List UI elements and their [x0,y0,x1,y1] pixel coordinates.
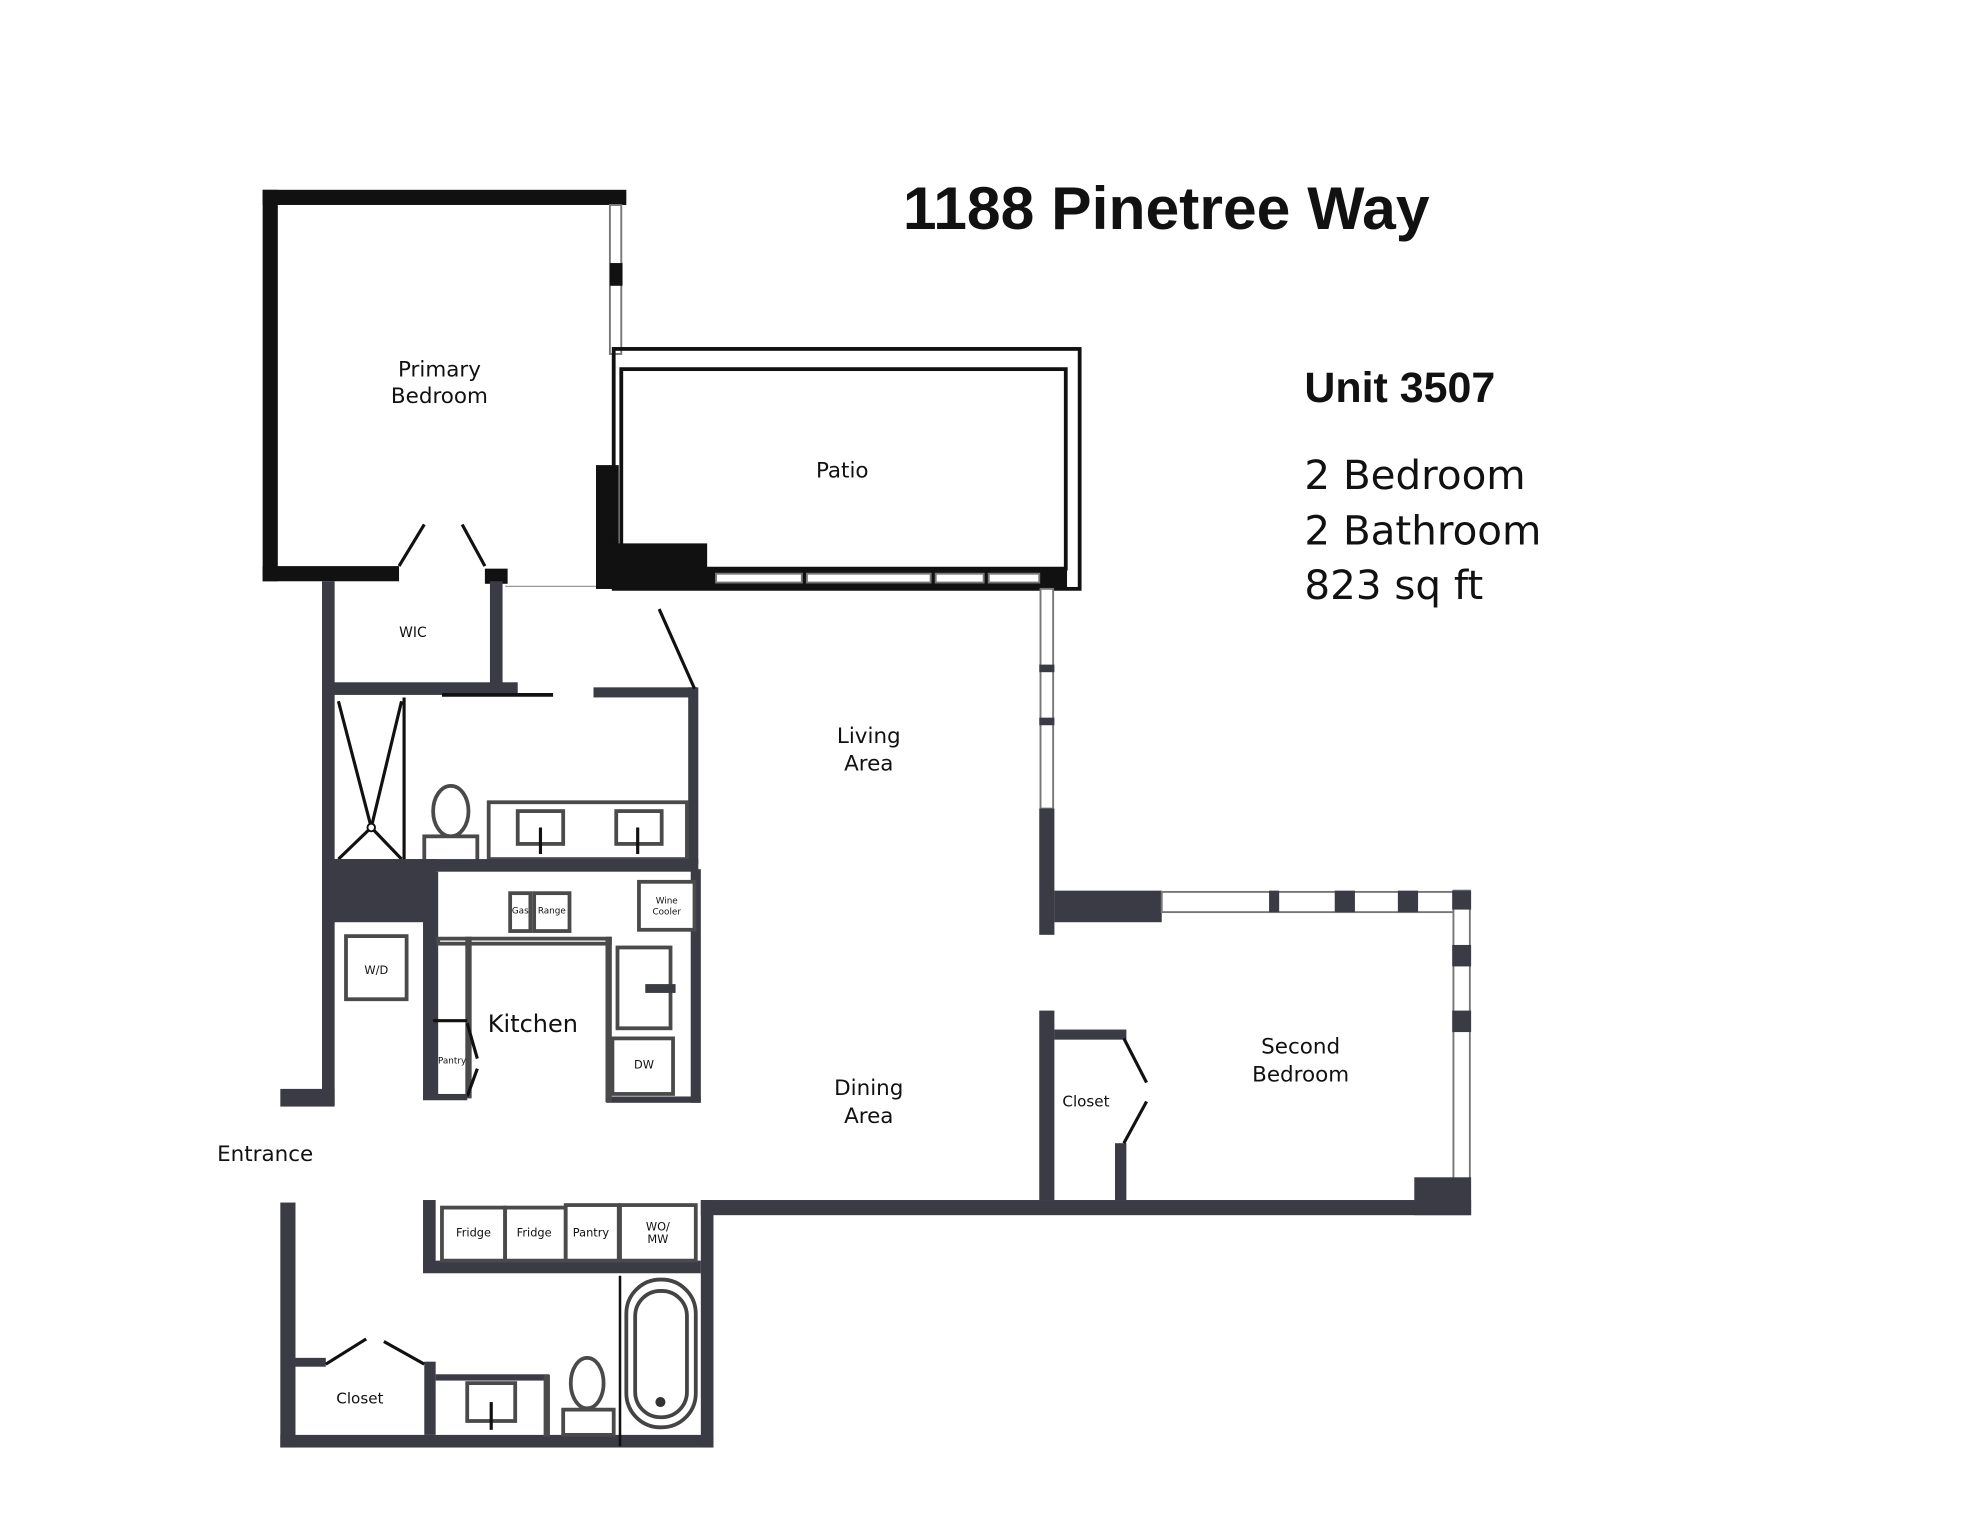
wine-cooler-label-1: Wine [656,896,678,906]
kitchen-label: Kitchen [488,1010,578,1038]
closet-second-label: Closet [1062,1093,1109,1111]
interior-walls [280,581,701,1107]
pantry-hall-label: Pantry [573,1226,610,1240]
gas-label: Gas [512,906,529,916]
square-footage: 823 sq ft [1304,561,1483,609]
patio-label: Patio [816,459,869,484]
fridge2-label: Fridge [517,1226,552,1240]
patio-walls [596,347,1082,591]
unit-number: Unit 3507 [1304,364,1495,412]
wd-label: W/D [364,963,388,977]
range-label: Range [538,906,566,916]
dining-label-2: Area [844,1104,893,1129]
wic-label: WIC [399,625,427,641]
closet-entry-label: Closet [336,1389,383,1407]
living-label-2: Area [844,752,893,777]
primary-bedroom-label-1: Primary [398,358,481,383]
wo-mw-label-2: MW [647,1232,668,1246]
bathroom-count: 2 Bathroom [1304,507,1541,555]
page-title: 1188 Pinetree Way [903,174,1430,242]
pantry-kitchen-label: Pantry [438,1057,466,1067]
living-label-1: Living [837,724,901,749]
second-bedroom-label-2: Bedroom [1252,1062,1349,1087]
entrance-walls [280,1200,714,1448]
exterior-walls [700,587,1472,1216]
bedroom-count: 2 Bedroom [1304,451,1525,499]
fridge1-label: Fridge [456,1226,491,1240]
wo-mw-label-1: WO/ [646,1219,670,1233]
dining-label-1: Dining [834,1076,903,1101]
second-bedroom-label-1: Second [1261,1035,1340,1060]
wine-cooler-label-2: Cooler [652,908,681,918]
dw-label: DW [634,1058,654,1072]
entrance-label: Entrance [217,1142,313,1167]
primary-bedroom-label-2: Bedroom [391,384,488,409]
